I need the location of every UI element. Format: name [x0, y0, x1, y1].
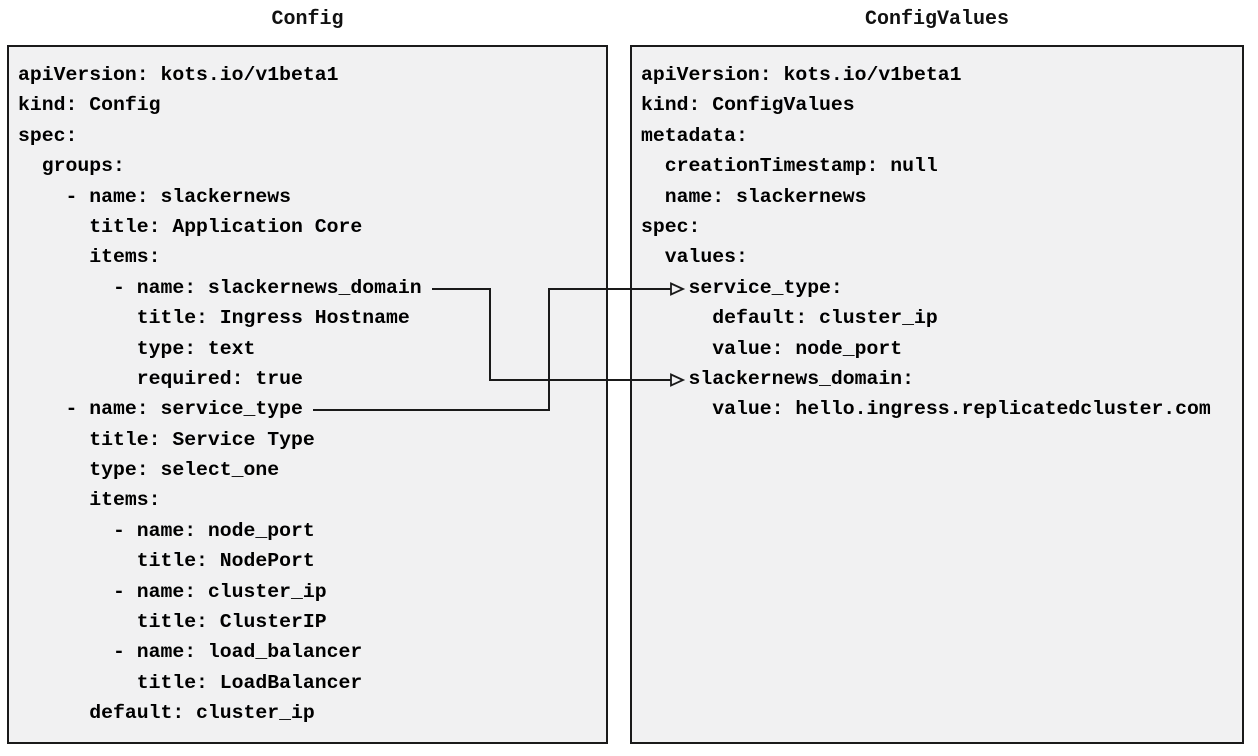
code-line: kind: ConfigValues	[641, 94, 855, 117]
code-line: type: text	[18, 337, 256, 360]
code-line: - name: node_port	[18, 519, 315, 542]
code-line: spec:	[18, 124, 78, 147]
code-line: apiVersion: kots.io/v1beta1	[641, 64, 962, 86]
code-line: required: true	[18, 367, 303, 390]
code-line: default: cluster_ip	[18, 702, 315, 725]
code-line: default: cluster_ip	[641, 307, 938, 330]
code-line: service_type:	[641, 276, 843, 299]
code-line: title: Ingress Hostname	[18, 307, 410, 330]
code-line: name: slackernews	[641, 185, 867, 208]
code-line: title: NodePort	[18, 550, 315, 573]
code-line: items:	[18, 246, 161, 269]
code-line: metadata:	[641, 124, 748, 147]
left-panel-title: Config	[271, 8, 344, 31]
code-line: kind: Config	[18, 94, 161, 117]
code-line: values:	[641, 246, 748, 269]
code-line: creationTimestamp: null	[641, 155, 938, 178]
code-line: apiVersion: kots.io/v1beta1	[18, 64, 339, 86]
code-line: title: LoadBalancer	[18, 671, 363, 694]
config-yaml-code: apiVersion: kots.io/v1beta1 kind: Config s…	[18, 60, 604, 729]
code-line: title: ClusterIP	[18, 611, 327, 634]
code-line: value: node_port	[641, 337, 903, 360]
configvalues-yaml-code: apiVersion: kots.io/v1beta1 kind: ConfigV…	[641, 60, 1240, 425]
code-line: value: hello.ingress.replicatedcluster.c…	[641, 398, 1211, 421]
code-line: type: select_one	[18, 459, 280, 482]
code-line: - name: slackernews	[18, 185, 292, 208]
config-yaml-panel: apiVersion: kots.io/v1beta1 kind: Config s…	[7, 45, 608, 744]
code-line: - name: load_balancer	[18, 641, 363, 664]
code-line: groups:	[18, 155, 125, 178]
code-line: items:	[18, 489, 161, 512]
code-line: title: Service Type	[18, 428, 315, 451]
code-line: - name: slackernews_domain	[18, 276, 422, 299]
code-line: title: Application Core	[18, 215, 363, 238]
code-line: slackernews_domain:	[641, 367, 915, 390]
code-line: - name: cluster_ip	[18, 580, 327, 603]
configvalues-yaml-panel: apiVersion: kots.io/v1beta1 kind: ConfigV…	[630, 45, 1244, 744]
right-panel-title: ConfigValues	[864, 8, 1010, 31]
code-line: - name: service_type	[18, 398, 303, 421]
code-line: spec:	[641, 215, 701, 238]
